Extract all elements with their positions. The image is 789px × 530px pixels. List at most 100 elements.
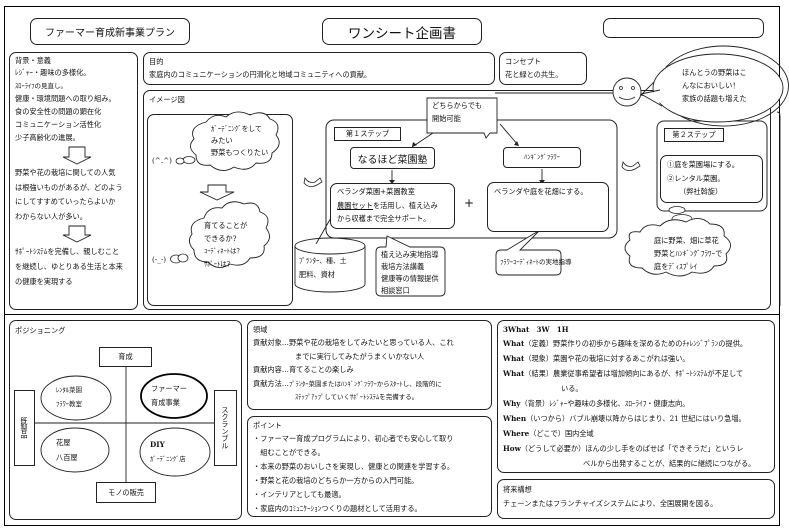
- support-callout: [375, 235, 446, 297]
- support-callout-text: 植え込み実地指導 栽培方法講義 健康等の情報提供 相談窓口: [381, 249, 439, 297]
- background-heading: 背景・意義: [15, 56, 51, 65]
- smiley-face-icon: [612, 77, 642, 107]
- step2-item: （弊社斡旋）: [679, 187, 723, 196]
- cloud-line: 庭に野菜、畑に草花: [654, 236, 719, 245]
- point-line: ・野菜と花の栽培のどちらか一方からの入門可能。: [253, 476, 419, 485]
- thought-line: できるか?: [204, 233, 237, 243]
- axis-top-label: 育成: [118, 352, 133, 362]
- point-line: ・ファーマー育成プログラムにより、初心者でも安心して取り: [253, 434, 454, 443]
- domain-row-label: 貢献内容…: [253, 365, 289, 374]
- w3h1-text: 農業従事希望者は増加傾向にあるが、ｻﾎﾟｰﾄｼｽﾃﾑが不足して: [553, 369, 744, 378]
- w3h1-row: Where（どこで）国内全域: [503, 426, 769, 441]
- w3h1-key: How: [503, 444, 521, 453]
- quadrant-text: ファーマー: [151, 384, 187, 393]
- future-heading: 将来構想: [503, 485, 532, 494]
- face-worried: (-_-): [152, 255, 167, 264]
- background-item: 健康・環境問題への取り組み。: [15, 94, 116, 103]
- support-line: 相談窓口: [381, 286, 410, 295]
- w3h1-text: ﾚｼﾞｬｰや趣味の多様化、ｽﾛｰﾗｲﾌ・健康志向。: [549, 399, 690, 408]
- domain-row-text: までに実行してみたがうまくいかない人: [295, 351, 425, 361]
- axis-left-label: 既製品: [20, 417, 29, 439]
- speech-bubble: [640, 45, 789, 127]
- w3h1-text: ほんの少し手をのばせば「できそうだ」というレ: [585, 444, 744, 453]
- w3h1-row: When（いつから）バブル崩壊以降からはじまり、21 世紀にはいり急増。: [503, 411, 769, 426]
- domain-row-label: 貢献方法…: [253, 378, 289, 388]
- page-frame: [4, 6, 780, 526]
- quadrant-ellipse: [40, 375, 112, 421]
- thought-line: 野菜もつくりたい: [211, 148, 269, 157]
- w3h1-text: 国内全域: [564, 429, 594, 438]
- thought-2-text: 育てることが できるか? ｺｰﾃﾞｨﾈｰﾄは？ ｻﾎﾟｰﾄは？: [204, 220, 247, 270]
- w3h1-key: Why: [503, 399, 521, 408]
- quadrant-text: 花屋: [56, 438, 71, 447]
- smiley-bubble-text: ほんとうの野菜はこ んなにおいしい！ 家族の話題も増えた: [682, 66, 747, 105]
- w3h1-key: What: [503, 369, 525, 378]
- quadrant-text: 育成事業: [151, 398, 180, 407]
- step1-name-box: なるほど菜園塾: [350, 147, 435, 169]
- w3h1-text: バブル崩壊以降からはじまり、21 世紀にはいり急増。: [569, 414, 746, 423]
- points-heading: ポイント: [253, 421, 282, 430]
- domain-row-text: 野菜や花の栽培をしてみたいと思っている人、これ: [288, 338, 454, 347]
- cylinder-line: 肥料、資材: [299, 270, 335, 279]
- axis-top-box: 育成: [99, 347, 152, 367]
- background-item: ﾚｼﾞｬｰ・趣味の多様化。: [15, 68, 91, 77]
- points-section: ポイント ・ファーマー育成プログラムにより、初心者でも安心して取り 組むことがで…: [247, 416, 492, 517]
- quadrant-text: ﾌﾗﾜｰ教室: [56, 400, 82, 408]
- step2-label: 第２ステップ: [672, 130, 716, 140]
- hanging-detail-box: ベランダや庭を花畑にする。: [487, 182, 609, 232]
- domain-heading: 領域: [253, 325, 268, 334]
- domain-row-text: ｽﾃｯﾌﾟｱｯﾌﾟしていくｻﾎﾟｰﾄｼｽﾃﾑを完備する。: [295, 393, 419, 401]
- flower-callout-text: ﾌﾗﾜｰｺｰﾃﾞｨﾈｰﾄの実地指導: [500, 258, 572, 266]
- thought-line: みたい: [211, 136, 233, 145]
- w3h1-section: 3What 3W 1H What（定義）野菜作りの初歩から趣味を深めるためのﾁｬ…: [497, 320, 775, 473]
- thought-line: ｶﾞｰﾃﾞﾆﾝｸﾞをして: [211, 125, 262, 133]
- axis-left-box: 既製品: [14, 390, 35, 466]
- curved-arrow-icon: [303, 176, 323, 187]
- quadrant-text: 八百屋: [56, 453, 78, 462]
- bubble-line: ほんとうの野菜はこ: [682, 68, 747, 77]
- doc-title: ワンシート企画書: [348, 25, 456, 42]
- callout-line: どちらからでも: [432, 101, 483, 110]
- hanging-detail-text: ベランダや庭を花畑にする。: [494, 187, 588, 196]
- down-arrow-icon: [15, 144, 132, 166]
- cloud-3-text: 庭に野菜、畑に草花 野菜とﾊﾝｷﾞﾝｸﾞﾌﾗﾜｰで 庭をﾃﾞｨｽﾌﾟﾚｲ: [654, 234, 722, 273]
- point-line: ・インテリアとしても最適。: [253, 490, 346, 499]
- w3h1-label: （定義）: [524, 339, 554, 348]
- background-section: 背景・意義 ﾚｼﾞｬｰ・趣味の多様化。 ｽﾛｰﾗｲﾌの見直し。 健康・環境問題へ…: [9, 52, 138, 310]
- domain-row: 貢献方法…ﾌﾟﾗﾝﾀｰ菜園またはﾊﾝｷﾞﾝｸﾞﾌﾗﾜｰからｽﾀｰﾄし、段階的に: [253, 377, 486, 392]
- step2-item: ①庭を菜園場にする。: [667, 160, 739, 169]
- quadrant-bottom-left: 花屋 八百屋: [56, 435, 78, 465]
- w3h1-label: （いつから）: [526, 414, 570, 423]
- step1-detail-rest: を活用し、植え込み: [372, 200, 438, 210]
- down-arrow-icon: [199, 184, 235, 201]
- domain-row: 貢献内容…育てることの楽しみ: [253, 363, 486, 377]
- w3h1-label: （現象）: [524, 354, 554, 363]
- thought-cloud-2: [189, 201, 270, 268]
- w3h1-key: What: [503, 339, 525, 348]
- background-conclusion: を継続し、ゆとりある生活と本来: [15, 262, 123, 271]
- step1-label: 第１ステップ: [345, 129, 390, 139]
- background-item: ｽﾛｰﾗｲﾌの見直し。: [15, 81, 67, 90]
- down-arrow-icon: [15, 224, 132, 244]
- background-conclusion: の健康を実現する: [15, 277, 73, 286]
- support-line: 栽培方法講義: [381, 262, 425, 271]
- background-middle: 野菜や花の栽培に関しての人気: [15, 168, 116, 177]
- w3h1-label: （結果）: [524, 369, 554, 378]
- quadrant-ellipse: [140, 373, 208, 419]
- concept-heading: コンセプト: [505, 57, 541, 66]
- w3h1-label: （どこで）: [529, 429, 565, 438]
- quadrant-text: ｶﾞｰﾃﾞﾆﾝｸﾞ店: [150, 455, 186, 463]
- bubble-line: んなにおいしい！: [682, 81, 740, 90]
- thought-cloud-3: [624, 218, 731, 277]
- w3h1-heading: 3What 3W 1H: [503, 325, 569, 334]
- quadrant-text: ﾚﾝﾀﾙ菜園: [56, 386, 82, 394]
- image-diagram-heading: イメージ図: [149, 95, 185, 104]
- flower-callout: [495, 229, 562, 276]
- background-middle: わからない人が多い。: [15, 211, 87, 221]
- thought-1-text: ｶﾞｰﾃﾞﾆﾝｸﾞをして みたい 野菜もつくりたい: [211, 123, 268, 159]
- either-callout: [426, 97, 498, 139]
- future-section: 将来構想 チェーンまたはフランチャイズシステムにより、全国展開を図る。: [497, 479, 775, 519]
- axis-bottom-label: モノの販売: [108, 487, 144, 497]
- w3h1-row: What（定義）野菜作りの初歩から趣味を深めるためのﾁｬﾚﾝｼﾞﾌﾟﾗﾝの提供。: [503, 336, 769, 351]
